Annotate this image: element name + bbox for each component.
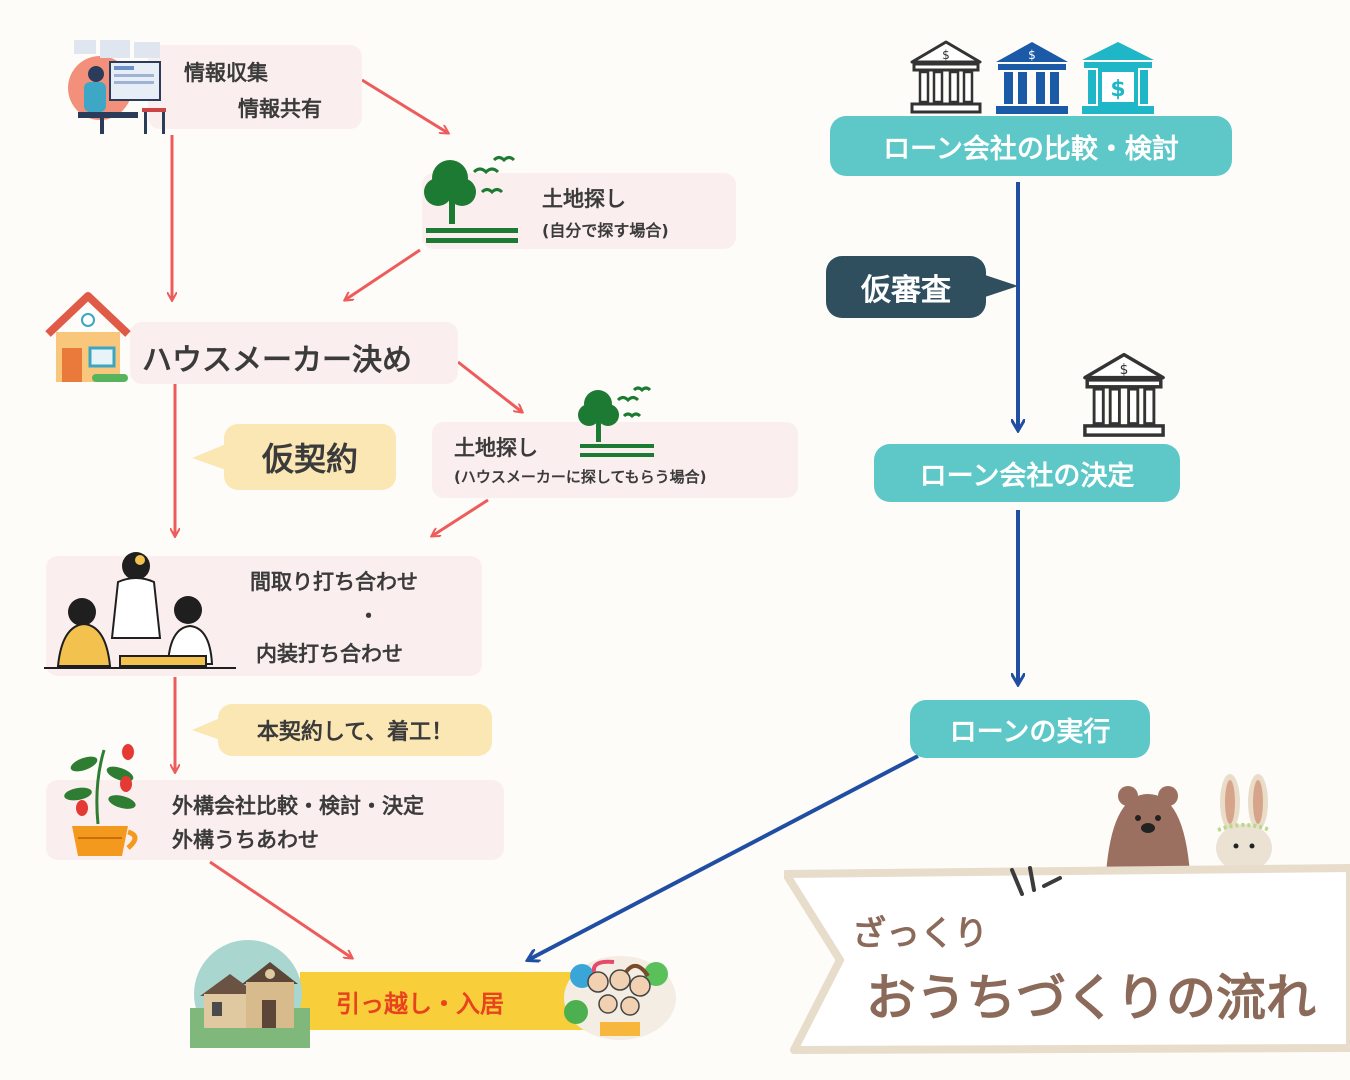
house-maker-label: ハウスメーカー決め [142, 343, 412, 378]
arrow-maker-to-land2 [457, 360, 522, 412]
loan-compare-label: ローン会社の比較・検討 [883, 133, 1179, 165]
bank-icon: $ [996, 42, 1068, 114]
svg-text:$: $ [1028, 48, 1036, 62]
title-sub: ざっくり [852, 914, 988, 954]
title-banner [784, 864, 1350, 1054]
loan-decide-label: ローン会社の決定 [919, 460, 1135, 492]
move-in-label: 引っ越し・入居 [336, 989, 504, 1018]
land-search-self-box: 土地探し (自分で探す場合) [422, 173, 736, 249]
title-main: おうちづくりの流れ [866, 969, 1316, 1027]
tree-icon [424, 156, 518, 243]
land-search-self-sub: (自分で探す場合) [542, 221, 669, 240]
house-photo-icon [190, 940, 310, 1048]
exterior-compare-label: 外構会社比較・検討・決定 [172, 794, 424, 818]
info-gathering-box: 情報収集 情報共有 [148, 45, 362, 129]
floorplan-meeting-label: 間取り打ち合わせ [250, 570, 418, 594]
loan-execute-box: ローンの実行 [910, 700, 1150, 758]
meeting-dot: ・ [358, 604, 379, 628]
main-contract-pointer [192, 718, 220, 740]
arrow-execute-to-movein [528, 754, 919, 960]
tree-icon [578, 386, 654, 457]
land-search-maker-title: 土地探し [454, 436, 538, 460]
provisional-contract-pointer [192, 444, 226, 470]
provisional-review-badge: 仮審査 [826, 256, 986, 318]
provisional-review-label: 仮審査 [861, 273, 951, 308]
info-gathering-label: 情報収集 [184, 61, 268, 85]
interior-meeting-label: 内装打ち合わせ [256, 642, 403, 666]
main-contract-label: 本契約して、着工！ [256, 720, 454, 745]
land-search-maker-box: 土地探し (ハウスメーカーに探してもらう場合) [432, 422, 798, 498]
rabbit-icon [1216, 774, 1272, 872]
meeting-box: 間取り打ち合わせ ・ 内装打ち合わせ [46, 556, 482, 676]
main-contract-badge: 本契約して、着工！ [218, 704, 492, 756]
svg-text:$: $ [1120, 362, 1129, 378]
svg-text:$: $ [1110, 77, 1125, 102]
arrow-land2-to-meeting [432, 498, 489, 536]
plant-pot-icon [64, 744, 138, 856]
loan-execute-label: ローンの実行 [949, 716, 1111, 748]
move-in-box: 引っ越し・入居 [300, 972, 598, 1030]
arrow-info-to-land [361, 78, 448, 133]
house-icon [45, 292, 131, 382]
bear-icon [1106, 786, 1190, 874]
land-search-maker-sub: (ハウスメーカーに探してもらう場合) [454, 468, 707, 486]
loan-compare-box: ローン会社の比較・検討 [830, 116, 1232, 176]
exterior-meeting-label: 外構うちあわせ [172, 828, 319, 852]
provisional-contract-label: 仮契約 [261, 440, 358, 478]
bank-icon: $ [1082, 42, 1154, 114]
arrow-land-to-maker [345, 248, 421, 300]
loan-decide-box: ローン会社の決定 [874, 444, 1180, 502]
arrow-exterior-to-movein [209, 860, 352, 958]
bank-icon: $ [1083, 352, 1165, 437]
bank-icon: $ [910, 40, 982, 114]
info-sharing-label: 情報共有 [238, 97, 322, 121]
house-maker-box: ハウスメーカー決め [130, 322, 458, 384]
family-icon [564, 956, 676, 1040]
svg-text:$: $ [942, 48, 950, 62]
provisional-contract-badge: 仮契約 [224, 424, 396, 490]
provisional-review-pointer [982, 274, 1018, 298]
computer-work-icon [68, 40, 166, 134]
people-meeting-icon [44, 552, 236, 669]
land-search-self-title: 土地探し [542, 187, 626, 211]
